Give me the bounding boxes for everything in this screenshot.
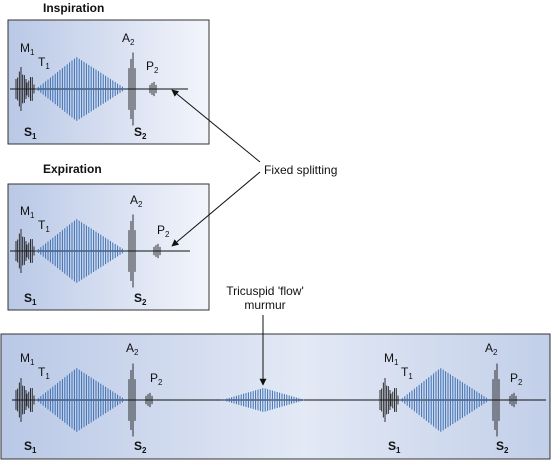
a2-label: A2 bbox=[130, 193, 143, 209]
p2-label: P2 bbox=[157, 223, 170, 239]
s1-label: S1 bbox=[388, 439, 401, 455]
m1-label: M1 bbox=[20, 204, 35, 220]
inspiration-waveform bbox=[15, 52, 157, 126]
a2-label: A2 bbox=[485, 341, 498, 357]
continuous-labels: M1 T1 A2 P2 S1 S2 M1 T1 A2 P2 S1 S2 bbox=[20, 341, 523, 455]
p2-label: P2 bbox=[146, 59, 159, 75]
s2-label: S2 bbox=[134, 439, 147, 455]
t1-label: T1 bbox=[38, 55, 50, 71]
p2-label: P2 bbox=[150, 371, 163, 387]
expiration-title: Expiration bbox=[43, 162, 102, 176]
m1-label: M1 bbox=[384, 351, 399, 367]
t1-label: T1 bbox=[38, 218, 50, 234]
fixed-splitting-arrow-top bbox=[171, 89, 261, 163]
a2-label: A2 bbox=[126, 341, 139, 357]
fixed-splitting-arrow-bottom bbox=[171, 171, 261, 247]
fixed-splitting-label: Fixed splitting bbox=[264, 163, 337, 177]
s1-label: S1 bbox=[24, 439, 37, 455]
p2-label: P2 bbox=[510, 371, 523, 387]
a2-label: A2 bbox=[122, 31, 135, 47]
continuous-waveform bbox=[15, 363, 517, 437]
expiration-waveform bbox=[15, 214, 161, 288]
continuous-panel bbox=[0, 333, 551, 460]
inspiration-labels: M1 T1 A2 P2 S1 S2 bbox=[20, 31, 159, 141]
t1-label: T1 bbox=[38, 365, 50, 381]
m1-label: M1 bbox=[20, 351, 35, 367]
s1-label: S1 bbox=[24, 125, 37, 141]
s2-label: S2 bbox=[134, 125, 147, 141]
inspiration-title: Inspiration bbox=[43, 1, 104, 15]
expiration-labels: M1 T1 A2 P2 S1 S2 bbox=[20, 193, 170, 307]
m1-label: M1 bbox=[20, 41, 35, 57]
tricuspid-label-line1: Tricuspid 'flow' bbox=[226, 284, 304, 298]
s1-label: S1 bbox=[24, 291, 37, 307]
tricuspid-label-line2: murmur bbox=[244, 298, 285, 312]
t1-label: T1 bbox=[401, 365, 413, 381]
s2-label: S2 bbox=[496, 439, 509, 455]
s2-label: S2 bbox=[134, 291, 147, 307]
